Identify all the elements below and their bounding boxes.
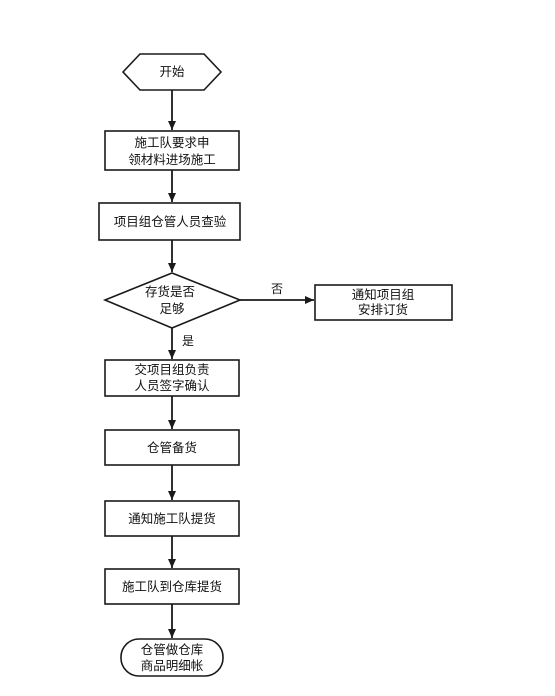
notify-order-node: 通知项目组 安排订货 [314, 284, 453, 321]
yes-branch-label: 是 [182, 334, 194, 348]
prepare-goods-node: 仓管备货 [104, 429, 240, 466]
prepare-goods-label: 仓管备货 [147, 440, 197, 455]
stock-decision-label-line1: 存货是否 [145, 284, 195, 299]
no-branch-label: 否 [271, 282, 283, 296]
pickup-node: 施工队到仓库提货 [104, 568, 240, 605]
pickup-label: 施工队到仓库提货 [122, 579, 222, 594]
apply-materials-label-line1: 施工队要求申 [134, 135, 209, 150]
end-node: 仓管做仓库 商品明细帐 [120, 638, 224, 677]
end-label-line1: 仓管做仓库 [141, 642, 204, 657]
apply-materials-label-line2: 领材料进场施工 [128, 152, 216, 167]
notify-pickup-node: 通知施工队提货 [104, 500, 240, 537]
stock-decision-node: 存货是否 足够 [102, 272, 243, 329]
start-node: 开始 [121, 53, 223, 91]
notify-pickup-label: 通知施工队提货 [128, 511, 216, 526]
notify-order-label-line1: 通知项目组 [352, 287, 415, 302]
sign-confirm-node: 交项目组负责 人员签字确认 [104, 359, 240, 397]
end-label-line2: 商品明细帐 [141, 658, 204, 673]
inspection-node: 项目组仓管人员查验 [98, 202, 241, 241]
sign-confirm-label-line1: 交项目组负责 [134, 362, 209, 377]
stock-decision-label-line2: 足够 [159, 301, 185, 316]
apply-materials-node: 施工队要求申 领材料进场施工 [104, 130, 240, 171]
start-label: 开始 [159, 64, 185, 79]
notify-order-label-line2: 安排订货 [358, 302, 408, 317]
sign-confirm-label-line2: 人员签字确认 [134, 378, 210, 393]
inspection-label: 项目组仓管人员查验 [114, 214, 227, 229]
